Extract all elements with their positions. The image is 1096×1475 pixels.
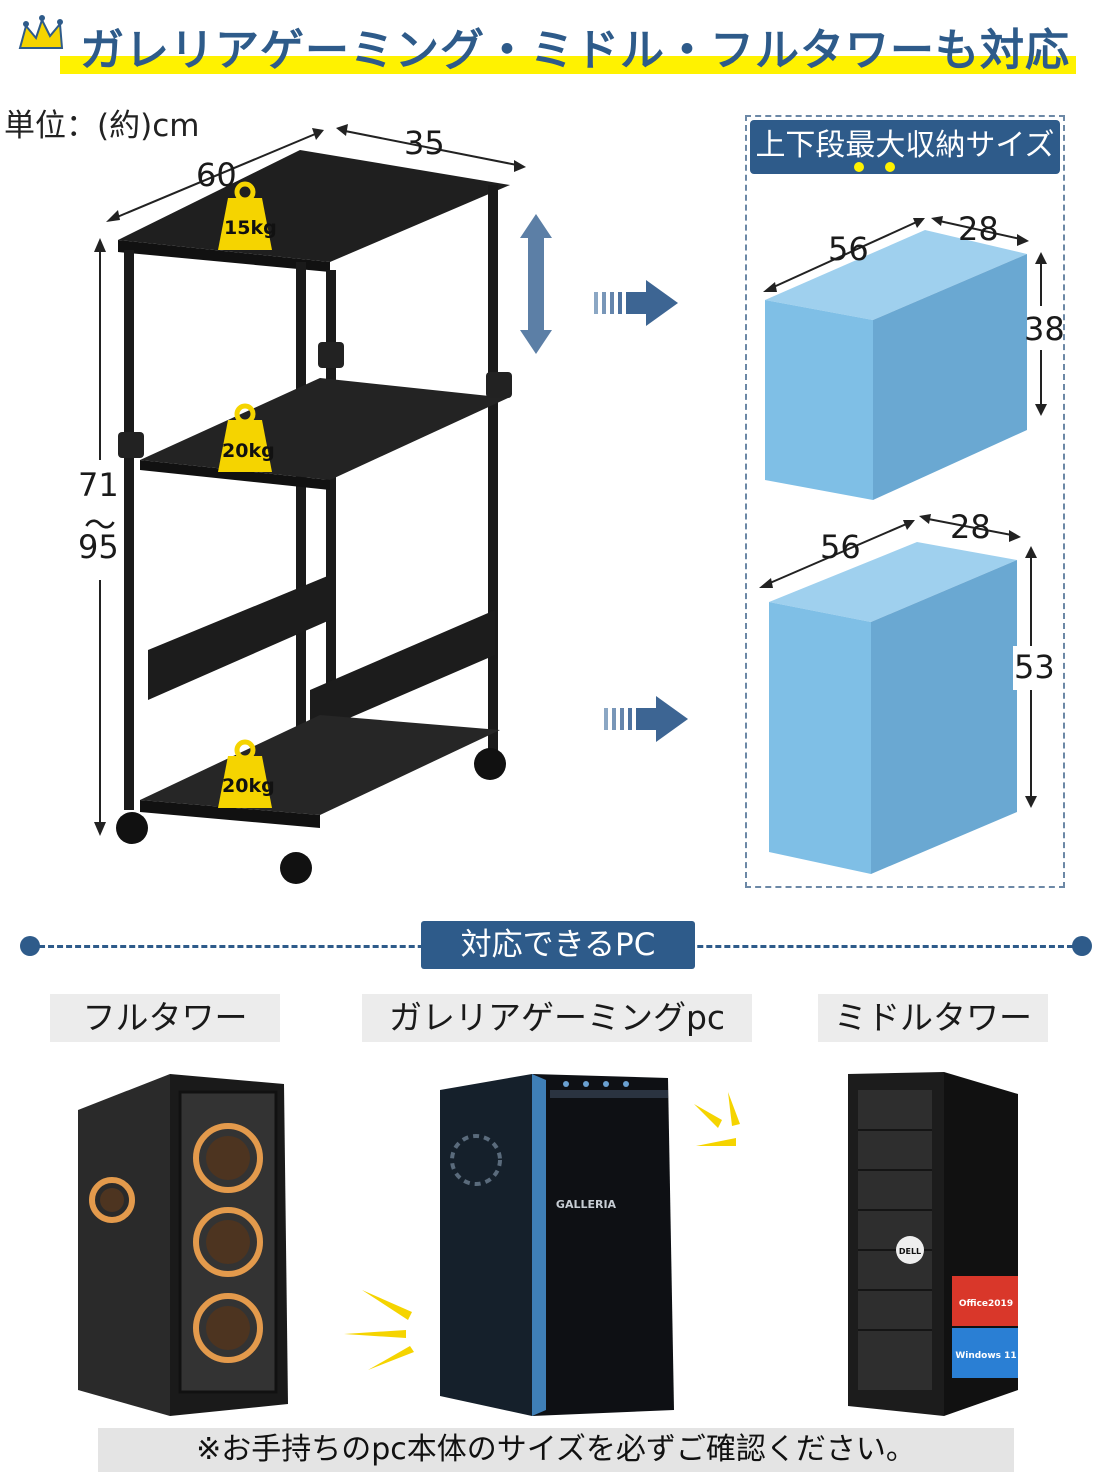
- upper-box-depth: 28: [958, 210, 999, 248]
- galleria-brand-text: GALLERIA: [556, 1198, 617, 1211]
- unit-label: 単位：(約)cm: [4, 108, 200, 144]
- page-headline: ガレリアゲーミング・ミドル・フルタワーも対応: [80, 25, 1070, 76]
- mid-tower-pc-image: DELL Office2019 Windows 11: [848, 1072, 1018, 1416]
- arrow-right-icon: [594, 280, 678, 326]
- lower-box-illustration: [759, 514, 1049, 874]
- cart-height-sep: ～: [84, 506, 117, 544]
- lower-box-height: 53: [1014, 648, 1055, 686]
- cart-depth-label: 35: [404, 124, 445, 162]
- burst-lines-icon: [344, 1290, 414, 1370]
- full-tower-pc-image: [78, 1074, 288, 1416]
- crown-icon: [18, 15, 64, 49]
- label-galleria: ガレリアゲーミングpc: [362, 994, 752, 1042]
- cart-height-min: 71: [78, 466, 119, 504]
- compatible-pc-title: 対応できるPC: [421, 921, 695, 969]
- cart-illustration: 15kg 20kg 20kg: [70, 124, 552, 884]
- burst-lines-icon: [694, 1092, 740, 1146]
- arrow-right-icon: [604, 696, 688, 742]
- title-dots: [854, 162, 895, 172]
- storage-size-panel: [745, 115, 1065, 888]
- headline-underline: [60, 56, 1076, 74]
- weight-label-top: 15kg: [224, 217, 277, 239]
- weight-label-bottom: 20kg: [222, 775, 275, 797]
- upper-box-width: 56: [828, 230, 869, 268]
- upper-box-illustration: [763, 216, 1055, 500]
- weight-label-middle: 20kg: [222, 440, 275, 462]
- divider-dot-left: [20, 936, 40, 956]
- size-check-note: ※お手持ちのpc本体のサイズを必ずご確認ください。: [196, 1432, 916, 1467]
- storage-size-title: 上下段最大収納サイズ: [750, 120, 1060, 174]
- note-background: [98, 1428, 1014, 1472]
- label-full-tower: フルタワー: [50, 994, 280, 1042]
- cart-height-max: 95: [78, 528, 119, 566]
- label-mid-tower: ミドルタワー: [818, 994, 1048, 1042]
- divider-dot-right: [1072, 936, 1092, 956]
- lower-box-depth: 28: [950, 508, 991, 546]
- cart-width-label: 60: [196, 156, 237, 194]
- galleria-pc-image: GALLERIA: [440, 1074, 674, 1416]
- dell-logo-text: DELL: [899, 1247, 921, 1256]
- lower-box-width: 56: [820, 528, 861, 566]
- windows-badge-text: Windows 11: [955, 1351, 1016, 1361]
- upper-box-height: 38: [1024, 310, 1065, 348]
- office-badge-text: Office2019: [959, 1299, 1013, 1309]
